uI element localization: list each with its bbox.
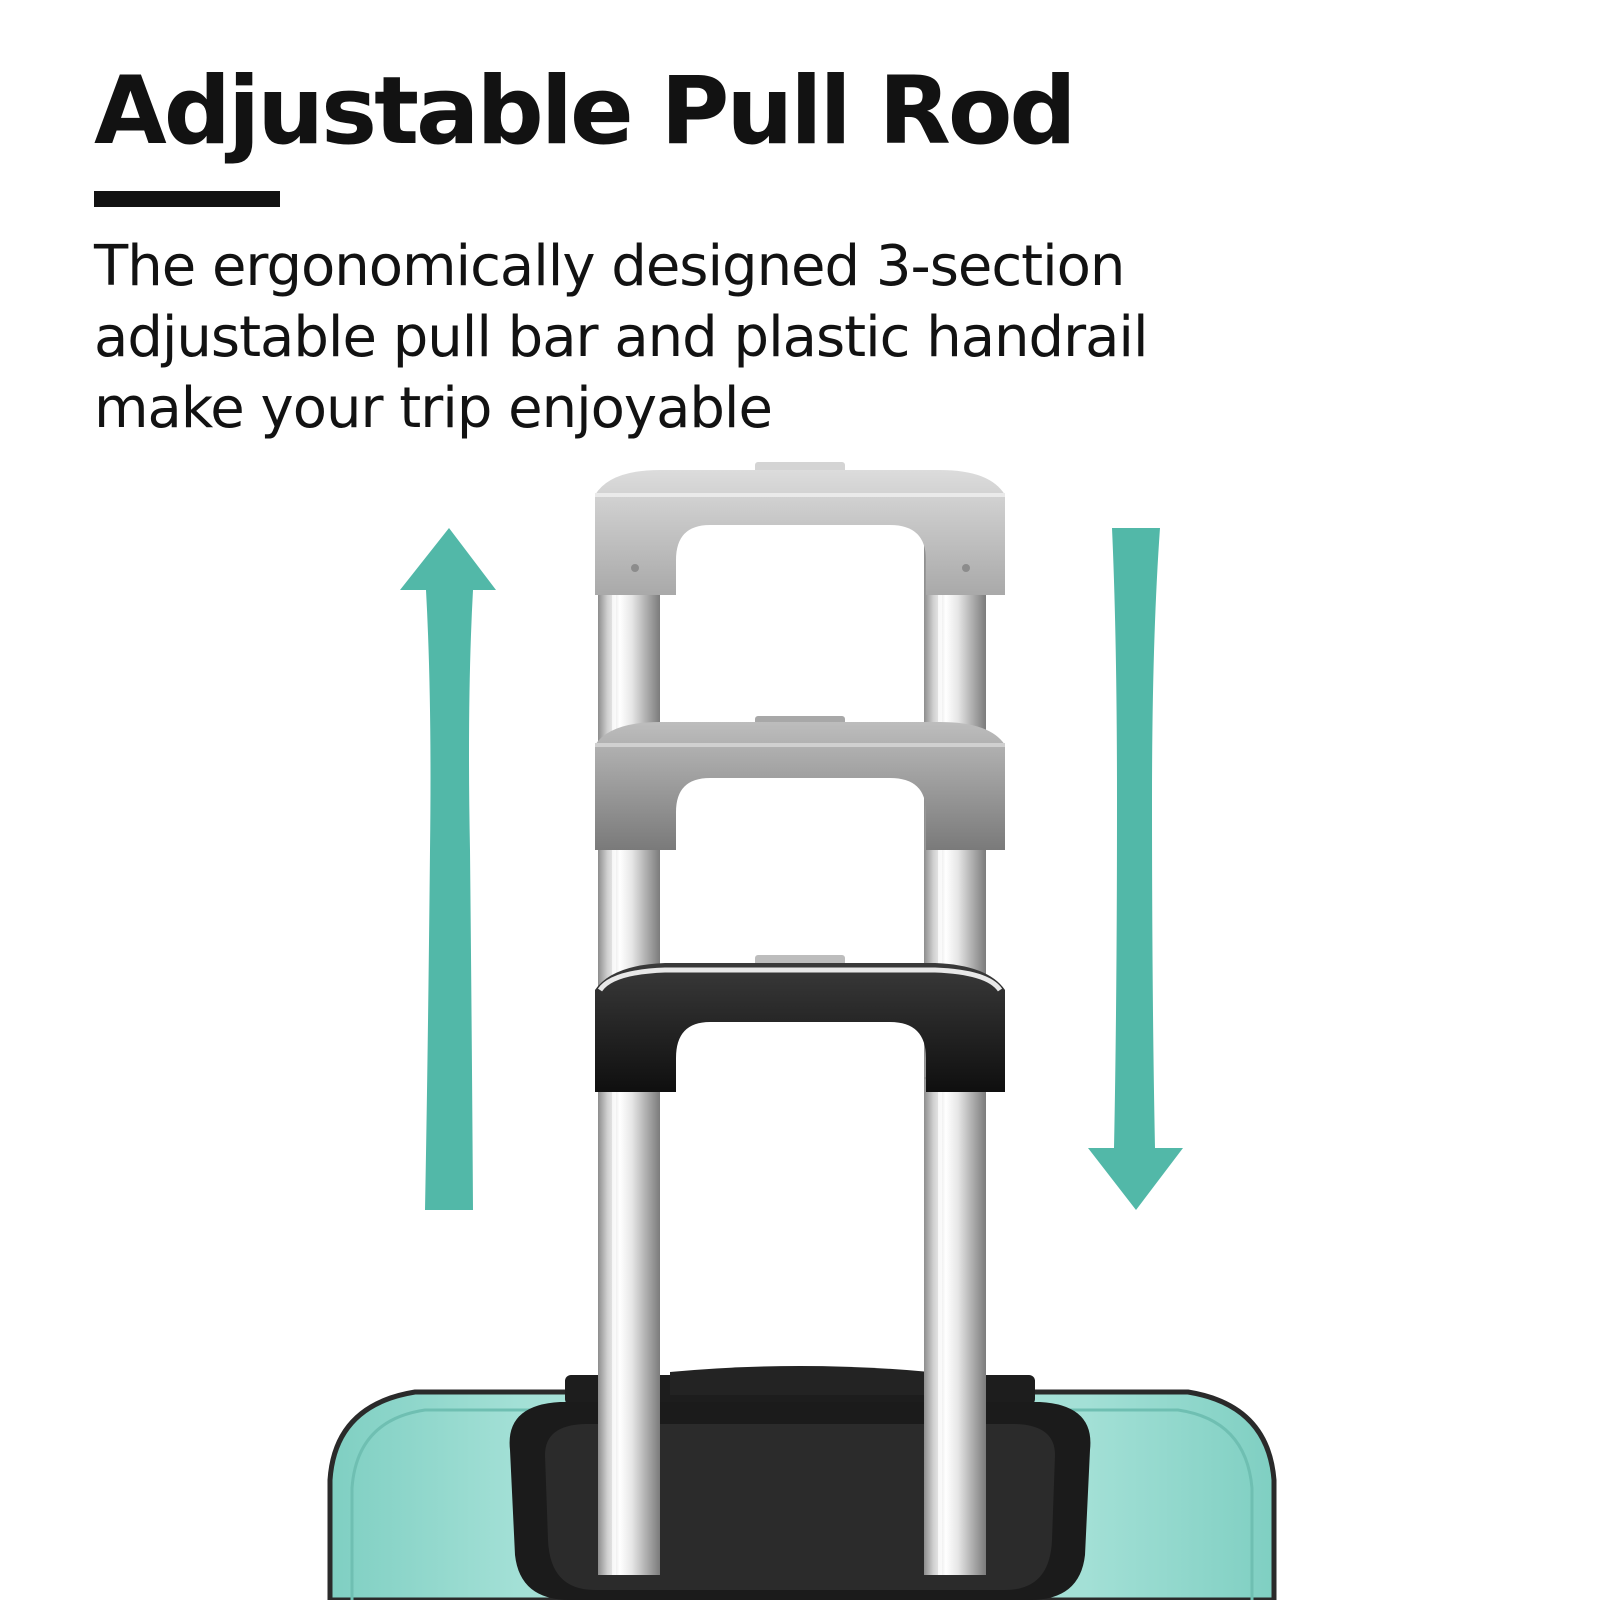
handle-position-bottom [595,955,1005,1092]
feature-description: The ergonomically designed 3-section adj… [94,234,1149,441]
handle-position-middle [595,716,1005,850]
arrow-down-icon [1088,528,1183,1210]
arrow-up-icon [400,528,496,1210]
title-underline [94,191,280,207]
handle-position-top [595,462,1005,595]
feature-title: Adjustable Pull Rod [94,57,1077,166]
